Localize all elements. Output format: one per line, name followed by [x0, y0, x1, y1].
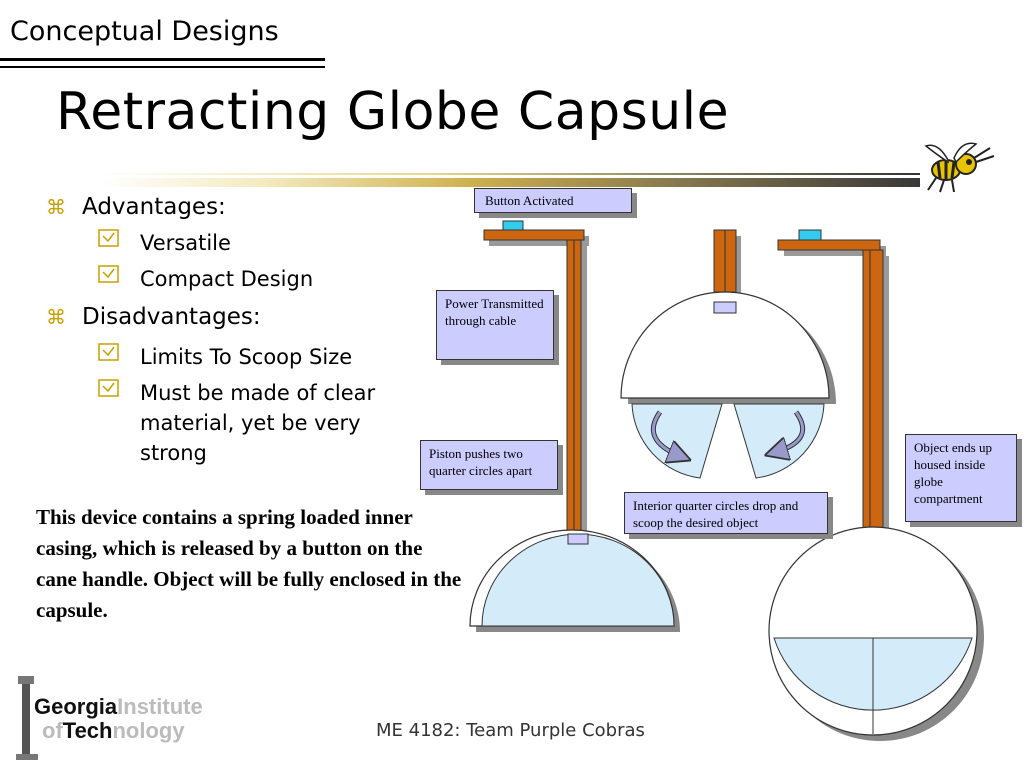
disadvantages-heading: ⌘ Disadvantages: — [46, 304, 261, 330]
header-rule-bottom — [0, 66, 325, 68]
advantages-heading: ⌘ Advantages: — [46, 194, 226, 220]
command-key-icon: ⌘ — [46, 305, 66, 329]
callout-piston: Piston pushes two quarter circles apart — [420, 440, 558, 490]
checkbox-check-icon — [98, 378, 140, 408]
middle-device — [620, 229, 836, 479]
header-rule-top — [0, 58, 325, 61]
title-rule — [100, 178, 920, 187]
left-device — [469, 220, 680, 632]
section-header: Conceptual Designs — [10, 16, 279, 47]
callout-interior-scoops: Interior quarter circles drop and scoop … — [624, 492, 828, 534]
right-device — [768, 229, 984, 741]
disadvantage-item: Must be made of clear material, yet be v… — [98, 378, 426, 468]
georgia-tech-logo: GeorgiaInstitute ofTechnology — [14, 676, 274, 762]
footer-team: ME 4182: Team Purple Cobras — [376, 720, 645, 741]
title-rule-thin — [100, 173, 920, 175]
tower-icon — [16, 676, 38, 760]
callout-power-transmitted: Power Transmitted through cable — [436, 290, 554, 360]
bullet-list: ⌘ Advantages: Versatile Compact Design ⌘… — [46, 190, 426, 468]
advantage-item: Versatile — [98, 228, 426, 258]
callout-object-housed: Object ends up housed inside globe compa… — [905, 434, 1017, 522]
advantage-item: Compact Design — [98, 264, 426, 294]
checkbox-check-icon — [98, 228, 140, 258]
command-key-icon: ⌘ — [46, 195, 66, 219]
checkbox-check-icon — [98, 342, 140, 372]
checkbox-check-icon — [98, 264, 140, 294]
slide-title: Retracting Globe Capsule — [56, 82, 730, 142]
button-icon — [502, 220, 524, 231]
button-icon — [798, 229, 822, 241]
callout-button-activated: Button Activated — [474, 188, 632, 213]
device-description: This device contains a spring loaded inn… — [36, 505, 462, 622]
disadvantage-item: Limits To Scoop Size — [98, 342, 426, 372]
yellow-jacket-icon — [924, 142, 995, 193]
